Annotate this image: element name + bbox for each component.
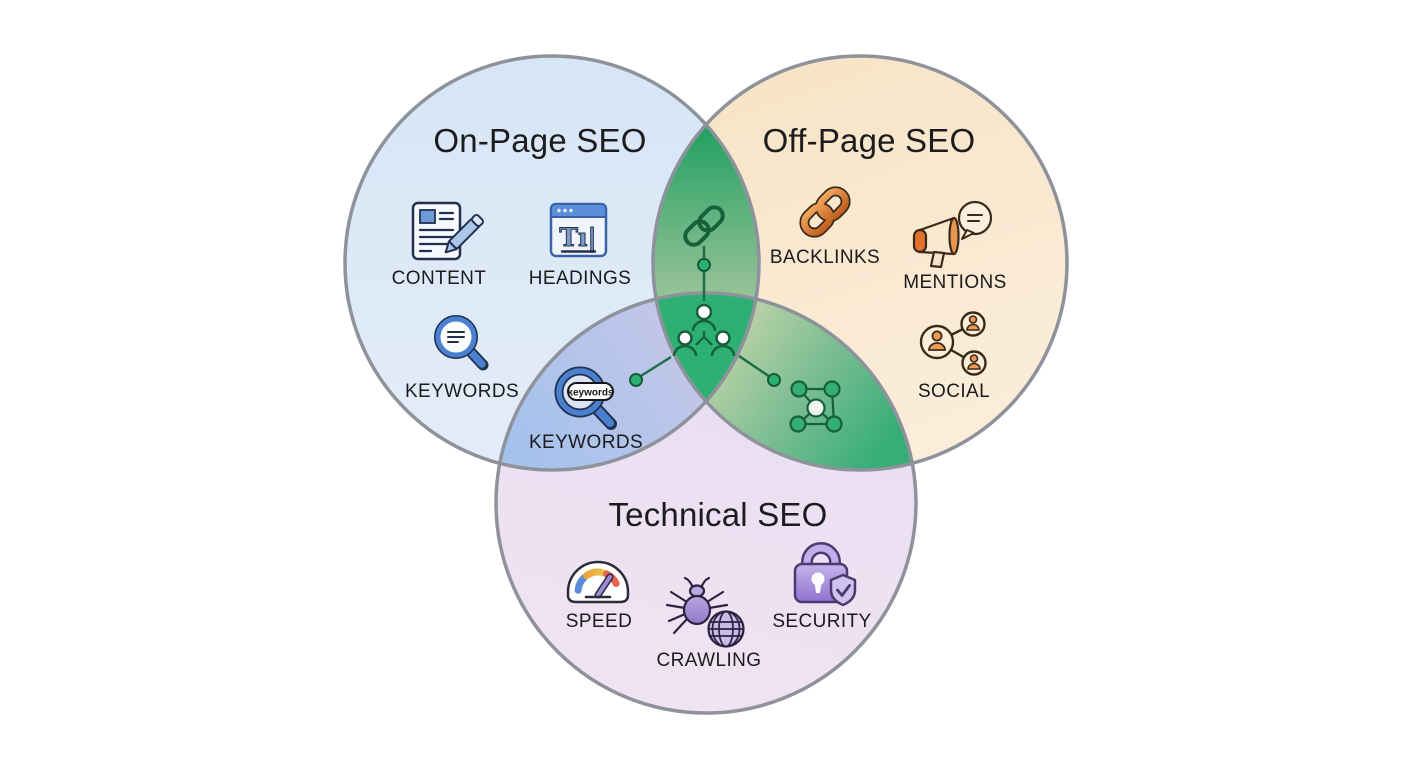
circle-outlines xyxy=(343,54,1069,715)
connected-nodes-icon xyxy=(789,380,843,433)
keywords-overlap-label: KEYWORDS xyxy=(529,432,643,453)
speedometer-icon xyxy=(566,560,630,604)
padlock-shield-icon xyxy=(793,542,857,607)
people-share-icon xyxy=(919,311,987,376)
megaphone-speech-icon xyxy=(912,200,993,269)
magnifier-lines-icon xyxy=(434,315,489,371)
connector-dots xyxy=(629,258,781,387)
keywords-badge: keywords xyxy=(567,388,614,399)
spider-globe-icon xyxy=(665,576,745,648)
on-page-title: On-Page SEO xyxy=(433,122,646,159)
mentions-label: MENTIONS xyxy=(903,272,1006,293)
connector-dot xyxy=(767,373,781,387)
overlap-connectors xyxy=(635,246,774,381)
speed-label: SPEED xyxy=(566,611,632,632)
speech-bubble-icon xyxy=(957,200,993,240)
backlinks-label: BACKLINKS xyxy=(770,247,880,268)
social-label: SOCIAL xyxy=(918,381,990,402)
keywords-magnifier-icon: keywords xyxy=(554,366,617,430)
heading-glyphs: Tı| xyxy=(559,223,596,252)
crawling-label: CRAWLING xyxy=(657,650,762,671)
keywords-label: KEYWORDS xyxy=(405,381,519,402)
off-page-title: Off-Page SEO xyxy=(763,122,976,159)
technical-title: Technical SEO xyxy=(608,496,827,533)
chain-link-icon xyxy=(799,186,851,238)
off-technical-overlap xyxy=(653,293,916,470)
shield-check-icon xyxy=(829,573,857,607)
team-hierarchy-icon xyxy=(672,303,736,357)
document-pencil-icon xyxy=(411,201,484,261)
chain-link-outline-icon xyxy=(683,205,725,247)
browser-heading-icon: Tı| xyxy=(549,202,608,258)
connector-dot xyxy=(629,373,643,387)
connector-dot xyxy=(697,258,711,272)
content-label: CONTENT xyxy=(392,268,487,289)
browser-dots-icon xyxy=(557,208,573,213)
globe-icon xyxy=(707,610,745,648)
headings-label: HEADINGS xyxy=(529,268,631,289)
security-label: SECURITY xyxy=(772,611,871,632)
